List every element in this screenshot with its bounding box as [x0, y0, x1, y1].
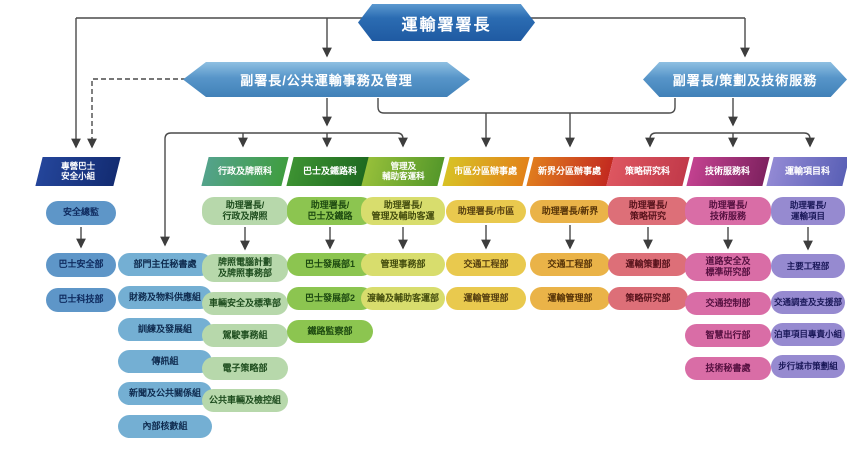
node-traffic-engineering-division-nt: 交通工程部	[530, 253, 610, 276]
node-deputy-planning-technical: 副署長/策劃及技術服務	[643, 62, 847, 97]
node-ac-bus-railway: 助理署長/ 巴士及鐵路	[287, 197, 373, 225]
node-ferry-paratransit-division: 渡輪及輔助客運部	[361, 287, 445, 310]
node-departmental-secretariat: 部門主任秘書處	[118, 253, 212, 276]
header-management-paratransit-branch: 管理及 輔助客運科	[361, 157, 445, 186]
node-ac-new-territories: 助理署長/新界	[530, 200, 610, 223]
node-driving-services-unit: 駕駛事務組	[202, 324, 288, 347]
node-commissioner: 運輸署署長	[358, 4, 535, 41]
commissioner-label: 運輸署署長	[401, 16, 492, 34]
node-ac-technical-services: 助理署長/ 技術服務	[685, 197, 771, 225]
deputy-right-label: 副署長/策劃及技術服務	[672, 73, 818, 88]
node-strategic-studies-division: 策略研究部	[608, 287, 688, 310]
node-major-works-division: 主要工程部	[771, 254, 845, 278]
node-bus-technology-division: 巴士科技部	[46, 288, 116, 312]
node-safety-director: 安全總監	[46, 201, 116, 225]
node-communications-unit: 傳訊組	[118, 350, 212, 373]
header-new-territories-regional-offices: 新界分區辦事處	[526, 157, 614, 186]
header-transport-projects-branch: 運輸項目科	[766, 157, 847, 186]
node-bus-safety-division: 巴士安全部	[46, 253, 116, 277]
node-public-vehicles-prosecutions-unit: 公共車輛及檢控組	[202, 389, 288, 412]
header-technical-services-branch: 技術服務科	[686, 157, 770, 186]
header-urban-regional-offices: 市區分區辦事處	[442, 157, 530, 186]
node-smart-mobility-division: 智慧出行部	[685, 324, 771, 347]
joint-rail	[377, 98, 676, 114]
deputy-left-label: 副署長/公共運輸事務及管理	[240, 73, 413, 88]
header-bus-railway-branch: 巴士及鐵路科	[286, 157, 374, 186]
node-ac-strategic-studies: 助理署長/ 策略研究	[608, 197, 688, 225]
node-road-safety-standards-research-division: 道路安全及 標準研究部	[685, 253, 771, 281]
node-deputy-public-transport: 副署長/公共運輸事務及管理	[183, 62, 470, 97]
node-press-public-relations-unit: 新聞及公共關係組	[118, 382, 212, 405]
node-walkable-city-planning-unit: 步行城市策劃組	[771, 355, 845, 378]
dashed-link	[87, 78, 186, 149]
node-transport-management-division-urban: 運輸管理部	[446, 287, 526, 310]
node-traffic-engineering-division-urban: 交通工程部	[446, 253, 526, 276]
node-ac-management-paratransit: 助理署長/ 管理及輔助客運	[361, 197, 445, 225]
header-strategic-studies-branch: 策略研究科	[606, 157, 690, 186]
node-traffic-control-division: 交通控制部	[685, 292, 771, 315]
node-technical-secretariat: 技術秘書處	[685, 357, 771, 380]
node-traffic-survey-support-division: 交通調查及支援部	[771, 291, 845, 314]
header-franchised-bus-safety-unit: 專營巴士 安全小組	[35, 157, 121, 186]
node-licensing-computerisation-division: 牌照電腦計劃 及牌照事務部	[202, 254, 288, 282]
node-internal-audit-unit: 內部核數組	[118, 415, 212, 438]
node-parking-projects-task-force: 泊車項目專責小組	[771, 323, 845, 346]
node-finance-supplies-unit: 財務及物料供應組	[118, 286, 212, 309]
node-ac-urban: 助理署長/市區	[446, 200, 526, 223]
node-ac-transport-projects: 助理署長/ 運輸項目	[771, 197, 845, 225]
node-railway-monitoring-division: 鐵路監察部	[287, 320, 373, 343]
node-transport-planning-division: 運輸策劃部	[608, 253, 688, 276]
node-training-development-unit: 訓練及發展組	[118, 318, 212, 341]
header-administration-licensing-branch: 行政及牌照科	[201, 157, 289, 186]
node-bus-development-division-2: 巴士發展部2	[287, 287, 373, 310]
node-ac-admin-licensing: 助理署長/ 行政及牌照	[202, 197, 288, 225]
node-transport-management-division-nt: 運輸管理部	[530, 287, 610, 310]
node-vehicle-safety-standards-division: 車輛安全及標準部	[202, 292, 288, 315]
node-management-services-division: 管理事務部	[361, 253, 445, 276]
node-e-strategy-division: 電子策略部	[202, 357, 288, 380]
node-bus-development-division-1: 巴士發展部1	[287, 253, 373, 276]
